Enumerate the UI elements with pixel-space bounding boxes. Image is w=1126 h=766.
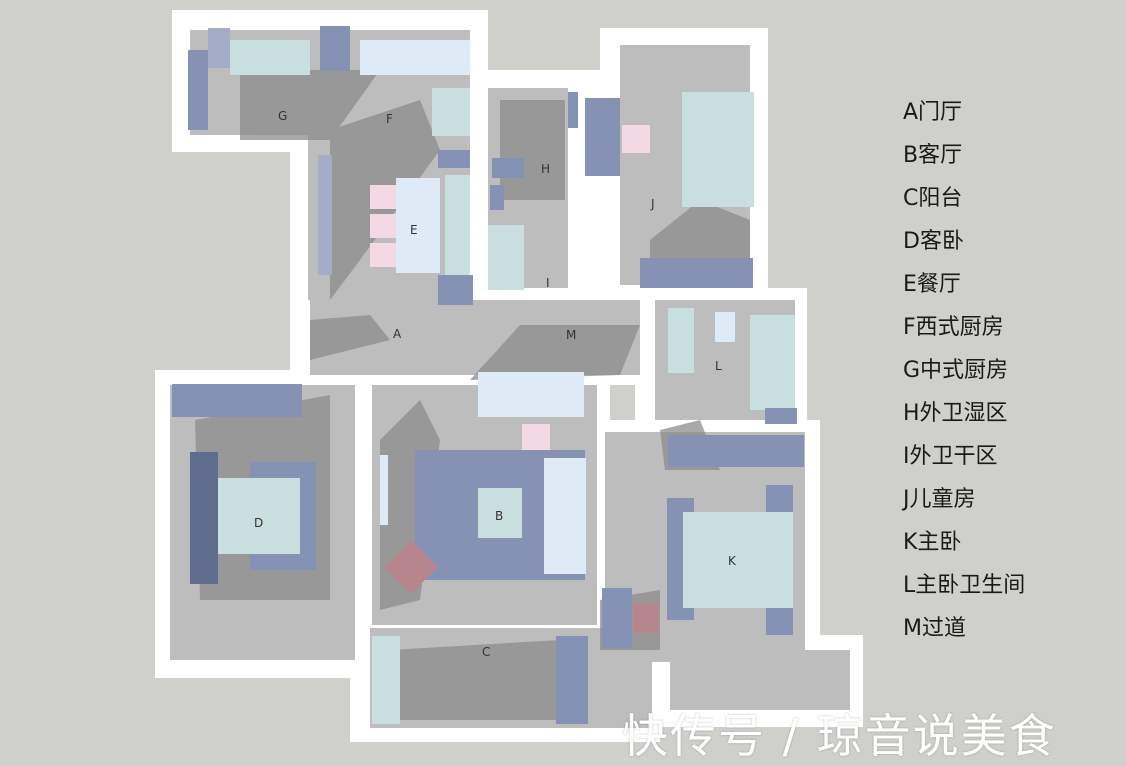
legend-item: A门厅 [903, 100, 963, 125]
room-legend: A门厅 B客厅 C阳台 D客卧 E餐厅 F西式厨房 G中式厨房 H外卫湿区 I外… [903, 98, 1025, 657]
legend-item: D客卧 [903, 229, 964, 254]
legend-item: E餐厅 [903, 272, 961, 297]
room-label-j: J [650, 197, 655, 211]
legend-item: I外卫干区 [903, 444, 998, 469]
room-labels: G F E H I J A M L D B K C [254, 109, 737, 659]
room-label-f: F [386, 112, 393, 126]
legend-item: L主卧卫生间 [903, 573, 1026, 598]
watermark: 快传号 / 琼音说美食 [622, 709, 1057, 763]
legend-item: G中式厨房 [903, 358, 1009, 383]
room-label-m: M [566, 328, 576, 342]
furniture [172, 26, 804, 724]
room-label-k: K [728, 554, 737, 568]
room-label-e: E [410, 223, 418, 237]
legend-item: F西式厨房 [903, 315, 1004, 340]
room-label-l: L [715, 359, 722, 373]
room-label-h: H [541, 162, 550, 176]
legend-item: H外卫湿区 [903, 401, 1008, 426]
legend-item: C阳台 [903, 186, 963, 211]
room-label-i: I [546, 276, 550, 290]
legend-item: K主卧 [903, 530, 962, 555]
room-label-b: B [495, 509, 503, 523]
room-label-g: G [278, 109, 287, 123]
room-label-a: A [393, 327, 402, 341]
legend-item: B客厅 [903, 143, 963, 168]
legend-item: J儿童房 [903, 487, 976, 512]
room-label-d: D [254, 516, 263, 530]
legend-item: M过道 [903, 616, 966, 641]
room-label-c: C [482, 645, 490, 659]
